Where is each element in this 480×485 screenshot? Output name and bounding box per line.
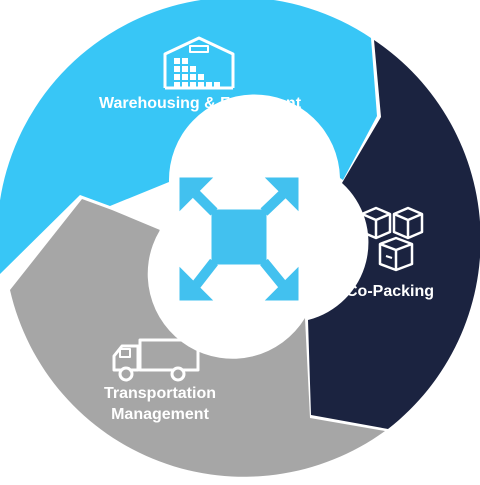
transportation-label-line1: Transportation bbox=[103, 385, 216, 402]
warehousing-label: Warehousing & Fulifllment bbox=[98, 95, 302, 112]
copacking-segment bbox=[308, 40, 480, 429]
transportation-segment bbox=[10, 199, 385, 477]
truck-icon bbox=[112, 338, 200, 382]
expand-arrows-icon bbox=[179, 177, 299, 301]
transportation-label: Transportation Management bbox=[70, 383, 250, 425]
boxes-icon bbox=[360, 206, 424, 272]
transportation-label-line2: Management bbox=[111, 406, 209, 423]
warehouse-icon bbox=[163, 36, 235, 90]
copacking-label: Co-Packing bbox=[345, 283, 434, 300]
warehousing-segment bbox=[0, 0, 377, 274]
